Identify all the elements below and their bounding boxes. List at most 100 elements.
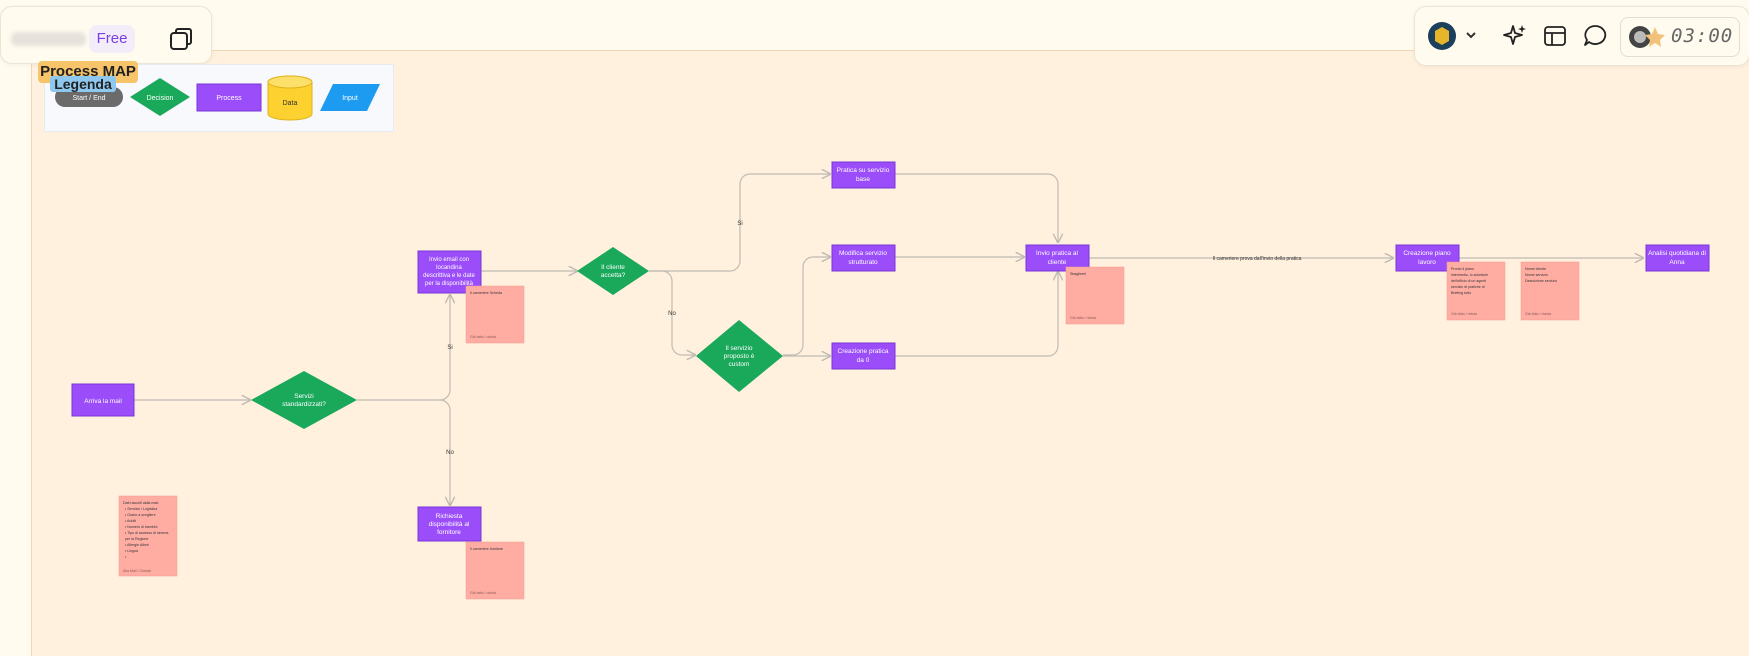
node-process-modifica[interactable]: Modifica servizio strutturato	[831, 244, 896, 272]
node-accetta-label-2: accetta?	[601, 272, 626, 279]
sticky-0-line-9: •	[125, 555, 127, 559]
legend-process-label: Process	[216, 95, 242, 102]
sticky-0-line-5: • Tipo di accesso di cinema	[125, 531, 168, 535]
sticky-note-cliente[interactable]: Nome cliente Nome servizio Descrizione s…	[1520, 261, 1580, 321]
edge-creazione0-to-invio[interactable]	[895, 272, 1058, 357]
node-decision-accetta[interactable]: Il cliente accetta?	[577, 247, 649, 295]
sticky-3-line-0: Sbaglierei	[1070, 272, 1086, 276]
sticky-note-mail-data[interactable]: Dati raccolti dalla mail: • Servizio / L…	[118, 495, 178, 577]
plan-badge[interactable]: Free	[89, 25, 135, 53]
sticky-5-line-0: Nome cliente	[1525, 267, 1546, 271]
board-name-blurred[interactable]	[11, 32, 86, 46]
sticky-0-line-6: per la Regione	[125, 537, 148, 541]
node-base-label-1: Pratica su servizio	[837, 167, 890, 174]
edge-accetta-to-custom[interactable]	[649, 270, 695, 355]
sticky-note-scheda[interactable]: Il cameriere Scheda Già fatto / rivista	[465, 285, 525, 344]
edge-label-send: Il cameriere prova dall'invio della prat…	[1213, 256, 1302, 262]
node-custom-label-3: custom	[729, 361, 750, 368]
node-process-analisi[interactable]: Analisi quotidiana di Anna	[1645, 244, 1710, 272]
edge-label-si-standard: Si	[447, 345, 452, 351]
node-email-label-3: descrittiva e le date	[423, 273, 475, 279]
sticky-0-footer: Alla Mail / Chiede	[123, 569, 151, 573]
layout-icon[interactable]	[1541, 22, 1569, 50]
sticky-0-line-2: • Orario a scegliere	[125, 513, 156, 517]
node-piano-label-1: Creazione piano	[1403, 250, 1451, 257]
sticky-5-footer: Già fatto / rivista	[1525, 312, 1551, 316]
edge-custom-to-modifica[interactable]	[783, 257, 830, 356]
sticky-note-fornitore[interactable]: Il cameriere fornitore Già fatto / rivis…	[465, 541, 525, 600]
node-richiesta-label-3: fornitore	[437, 529, 461, 536]
node-modifica-label-2: strutturato	[848, 259, 878, 266]
sticky-4-line-3: servizio di pratiche di	[1451, 285, 1485, 289]
legend-input-label: Input	[342, 95, 358, 102]
node-decision-standard-label-1: Servizi	[294, 393, 314, 400]
legend-start-end-label: Start / End	[72, 95, 105, 102]
edge-base-to-invio[interactable]	[895, 173, 1058, 242]
node-decision-standard[interactable]: Servizi standardizzati?	[251, 371, 357, 429]
legend-input-shape[interactable]	[320, 84, 380, 111]
node-start[interactable]: Arriva la mail	[71, 383, 135, 417]
timer-text: 03:00	[1671, 25, 1734, 47]
edge-standard-to-email[interactable]	[357, 295, 450, 401]
node-process-richiesta[interactable]: Richiesta disponibilità al fornitore	[417, 506, 482, 542]
workspace-switcher[interactable]	[1427, 22, 1477, 50]
comment-icon[interactable]	[1581, 22, 1609, 50]
node-base-label-2: base	[856, 176, 870, 183]
top-left-toolbar: Free	[0, 6, 212, 64]
node-creazione0-label-1: Creazione pratica	[838, 348, 889, 355]
node-custom-label-1: Il servizio	[725, 345, 752, 352]
edge-label-no-standard: No	[446, 450, 454, 456]
top-right-toolbar: 03:00	[1414, 6, 1749, 66]
node-custom-label-2: proposto è	[724, 353, 755, 360]
node-richiesta-label-2: disponibilità al	[429, 521, 470, 528]
node-modifica-label-1: Modifica servizio	[839, 250, 887, 257]
node-process-base[interactable]: Pratica su servizio base	[831, 161, 896, 189]
node-decision-custom[interactable]: Il servizio proposto è custom	[696, 320, 783, 392]
node-process-invio[interactable]: Invio pratica al cliente	[1025, 244, 1090, 272]
legend-data-label: Data	[283, 100, 298, 107]
edge-label-si-accetta: Si	[737, 221, 742, 227]
sticky-4-footer: Già fatto / rivista	[1451, 312, 1477, 316]
sticky-note-invio[interactable]: Sbaglierei Già fatto / rivista	[1065, 266, 1125, 325]
sticky-4-line-0: Pronto il piano	[1451, 267, 1474, 271]
edge-accetta-to-base[interactable]	[649, 174, 830, 272]
sticky-0-line-8: • Lingua	[125, 549, 138, 553]
edge-standard-to-richiesta[interactable]	[439, 399, 450, 505]
legend-decision-shape[interactable]	[130, 78, 190, 116]
node-process-creazione0[interactable]: Creazione pratica da 0	[831, 342, 896, 370]
sticky-0-line-4: • Numero di bambini	[125, 525, 158, 529]
ai-sparkle-icon[interactable]	[1501, 22, 1529, 50]
sticky-2-footer: Già fatto / rivista	[470, 591, 496, 595]
node-invio-label-2: cliente	[1048, 259, 1067, 266]
edge-label-no-accetta: No	[668, 311, 676, 317]
node-invio-label-1: Invio pratica al	[1036, 250, 1078, 257]
sticky-4-line-1: intermedio, lo schedule	[1451, 273, 1488, 277]
sticky-0-line-1: • Servizio / Logistica	[125, 507, 157, 511]
node-decision-standard-label-2: standardizzati?	[282, 401, 326, 408]
legend-subtitle[interactable]: Legenda	[50, 76, 116, 92]
node-analisi-label-2: Anna	[1669, 259, 1685, 266]
node-start-label: Arriva la mail	[84, 398, 122, 405]
sticky-3-footer: Già fatto / rivista	[1070, 316, 1096, 320]
legend-start-end-shape[interactable]	[55, 87, 123, 107]
sticky-note-piano[interactable]: Pronto il piano intermedio, lo schedule …	[1446, 261, 1506, 321]
node-email-label-2: locandina	[436, 265, 462, 271]
sticky-0-line-3: • Adulti	[125, 519, 136, 523]
node-email-label-4: per la disponibilità	[425, 281, 474, 287]
timer-widget[interactable]: 03:00	[1620, 17, 1740, 57]
sticky-5-line-2: Descrizione servizio	[1525, 279, 1557, 283]
node-process-email[interactable]: Invio email con locandina descrittiva e …	[417, 250, 482, 294]
sticky-5-line-1: Nome servizio	[1525, 273, 1548, 277]
sticky-4-line-4: Briefing tutto	[1451, 291, 1471, 295]
pages-icon[interactable]	[167, 25, 195, 53]
sticky-4-line-2: dell'ufficio di un agenti	[1451, 279, 1486, 283]
node-accetta-label-1: Il cliente	[601, 264, 625, 271]
node-analisi-label-1: Analisi quotidiana di	[1648, 250, 1706, 257]
sticky-0-line-7: • Allergie Alberi	[125, 543, 149, 547]
sticky-1-line-0: Il cameriere Scheda	[470, 291, 502, 295]
node-richiesta-label-1: Richiesta	[436, 513, 463, 520]
legend-process-shape[interactable]	[196, 83, 262, 112]
node-piano-label-2: lavoro	[1418, 259, 1436, 266]
legend-decision-label: Decision	[147, 95, 174, 102]
